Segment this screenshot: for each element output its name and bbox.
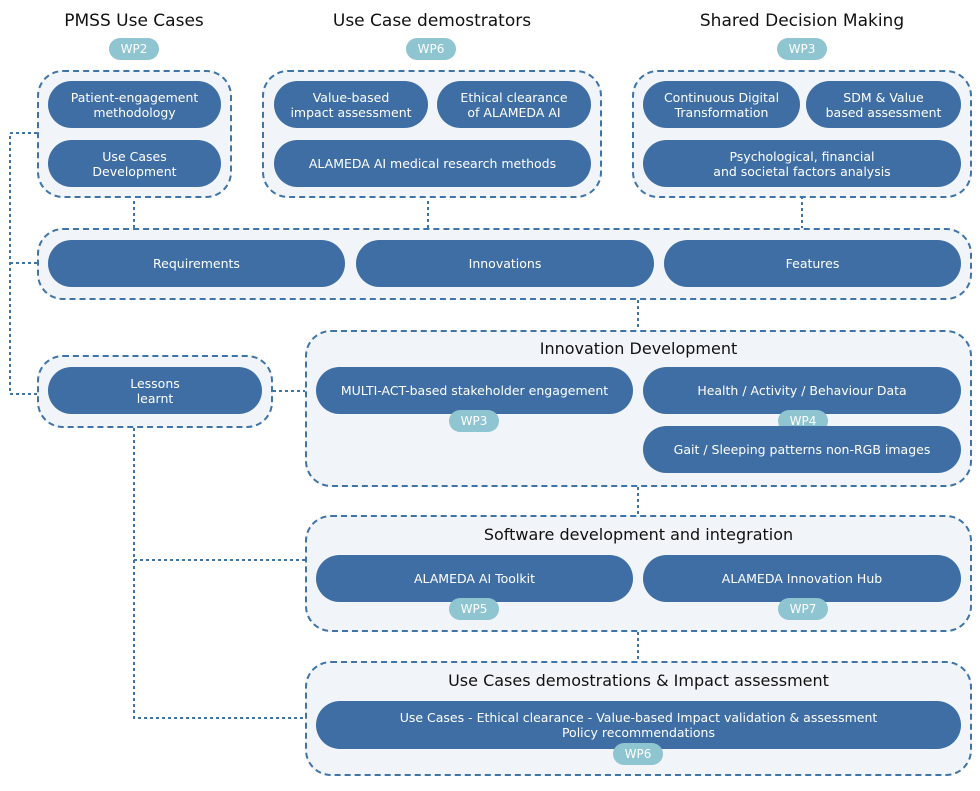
software-hub: ALAMEDA Innovation Hub (643, 555, 961, 602)
output-features: Features (664, 240, 961, 287)
output-innovations: Innovations (356, 240, 654, 287)
innovation-engagement-tag: WP3 (449, 410, 499, 432)
demo-item-value-based: Value-based impact assessment (274, 81, 428, 128)
software-title: Software development and integration (483, 525, 794, 544)
pmss-item-engagement: Patient-engagement methodology (48, 81, 221, 128)
innovation-title: Innovation Development (539, 339, 738, 358)
usecases-title: Use Cases demostrations & Impact assessm… (448, 671, 829, 690)
demonstrators-heading: Use Case demostrators (332, 11, 532, 31)
sdm-item-digital: Continuous Digital Transformation (643, 81, 800, 128)
lessons-learnt: Lessons learnt (48, 367, 262, 414)
sdm-item-value: SDM & Value based assessment (806, 81, 961, 128)
pmss-item-use-cases: Use Cases Development (48, 140, 221, 187)
sdm-heading: Shared Decision Making (699, 11, 905, 31)
connector-lessons-software (133, 428, 305, 719)
sdm-tag: WP3 (777, 38, 827, 60)
output-requirements: Requirements (48, 240, 345, 287)
usecases-line: Use Cases - Ethical clearance - Value-ba… (316, 701, 961, 749)
pmss-heading: PMSS Use Cases (64, 11, 204, 31)
pmss-tag: WP2 (109, 38, 159, 60)
innovation-images: Gait / Sleeping patterns non-RGB images (643, 426, 961, 473)
innovation-data: Health / Activity / Behaviour Data (643, 367, 961, 414)
demonstrators-tag: WP6 (406, 38, 456, 60)
demo-item-ethical: Ethical clearance of ALAMEDA AI (437, 81, 591, 128)
innovation-engagement: MULTI-ACT-based stakeholder engagement (316, 367, 633, 414)
software-toolkit-tag: WP5 (449, 598, 499, 620)
software-toolkit: ALAMEDA AI Toolkit (316, 555, 633, 602)
software-hub-tag: WP7 (778, 598, 828, 620)
demo-item-research: ALAMEDA AI medical research methods (274, 140, 591, 187)
sdm-item-factors: Psychological, financial and societal fa… (643, 140, 961, 187)
usecases-tag: WP6 (613, 743, 663, 765)
